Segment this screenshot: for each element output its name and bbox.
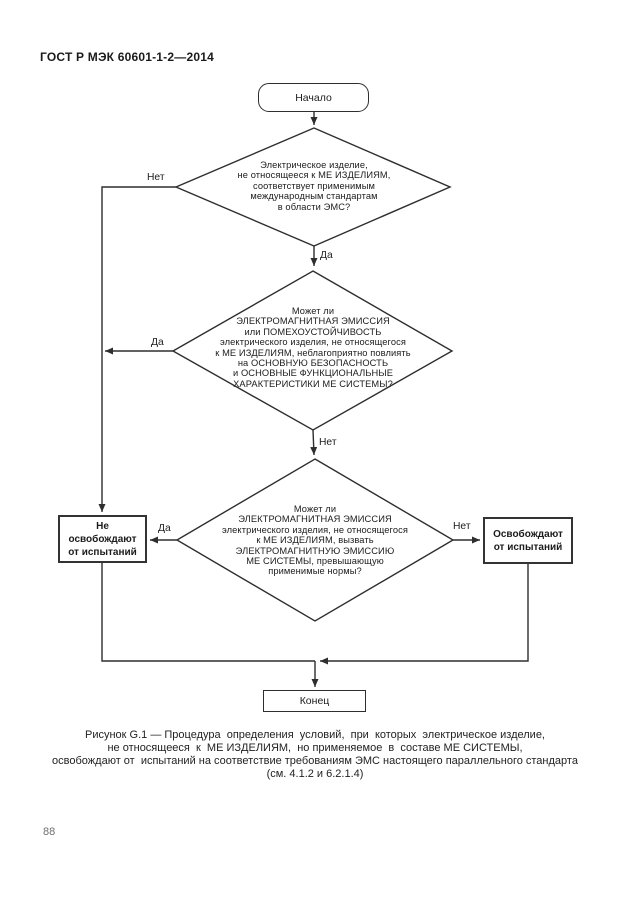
decision1-yes-label: Да bbox=[320, 250, 333, 261]
connector-d1-no-left-down bbox=[98, 186, 176, 512]
connector-fail-to-junction bbox=[101, 563, 315, 662]
decision1-no-label: Нет bbox=[147, 172, 165, 183]
end-node-label: Конец bbox=[299, 695, 330, 707]
decision3-text: Может ли ЭЛЕКТРОМАГНИТНАЯ ЭМИССИЯ электр… bbox=[222, 504, 408, 577]
result-not-exempt-box: Не освобождают от испытаний bbox=[58, 515, 147, 563]
page-number: 88 bbox=[43, 826, 56, 838]
decision3-no-label: Нет bbox=[453, 521, 471, 532]
decision2-no-label: Нет bbox=[319, 437, 337, 448]
decision3-yes-label: Да bbox=[158, 523, 171, 534]
result-exempt-box: Освобождают от испытаний bbox=[483, 517, 573, 564]
decision2-text: Может ли ЭЛЕКТРОМАГНИТНАЯ ЭМИССИЯ или ПО… bbox=[215, 306, 411, 389]
decision3-diamond bbox=[175, 458, 455, 622]
decision2-yes-label: Да bbox=[151, 337, 164, 348]
connector-pass-to-junction bbox=[320, 564, 529, 665]
connector-d2-no-down bbox=[310, 429, 318, 456]
end-node: Конец bbox=[263, 690, 366, 712]
start-node: Начало bbox=[258, 83, 369, 112]
figure-caption: Рисунок G.1 — Процедура определения усло… bbox=[52, 729, 578, 780]
document-header: ГОСТ Р МЭК 60601-1-2—2014 bbox=[40, 50, 214, 64]
start-node-label: Начало bbox=[295, 91, 332, 104]
decision1-text: Электрическое изделие, не относящееся к … bbox=[237, 160, 391, 212]
